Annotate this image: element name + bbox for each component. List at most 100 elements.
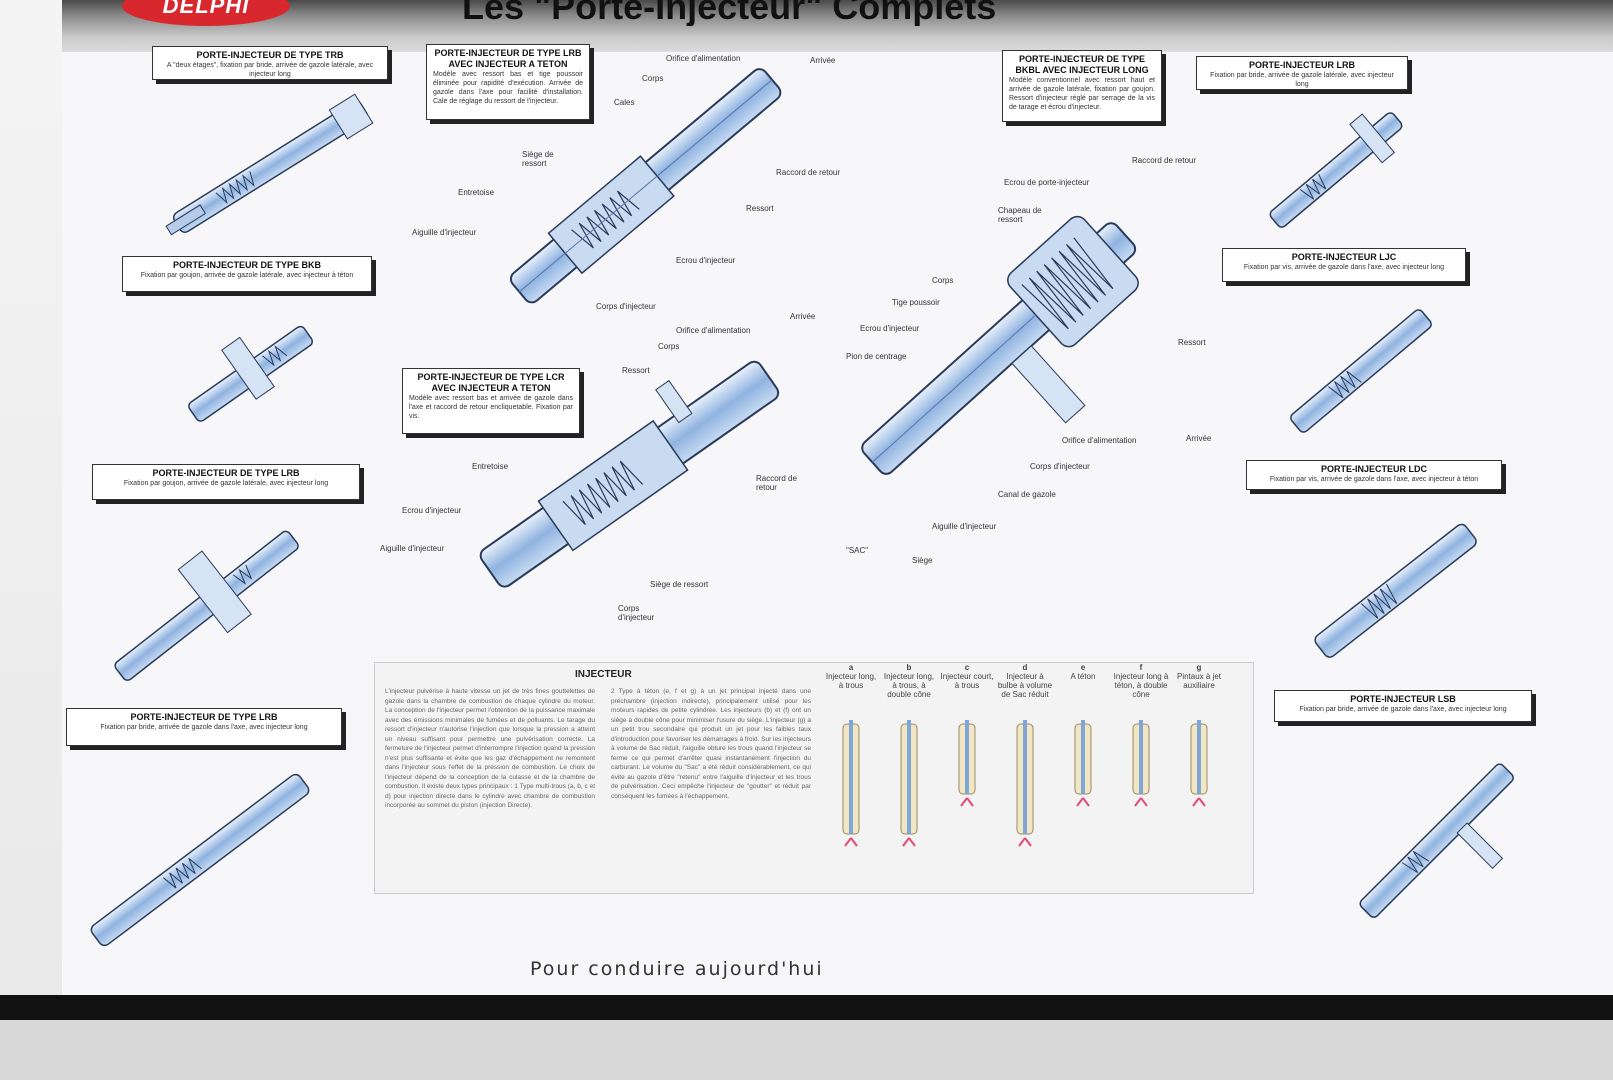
injector-ldc-drawing <box>1314 523 1477 658</box>
callout-siege-ressort-2: Siège de ressort <box>650 580 709 589</box>
label-lrb-axe-desc: Fixation par bride, arrivée de gazole da… <box>100 724 308 731</box>
label-bkb-desc: Fixation par goujon, arrivée de gazole l… <box>140 272 354 279</box>
callout-arrivee-3: Arrivée <box>1186 434 1212 443</box>
nozzle-e-icon <box>1074 720 1092 807</box>
callout-canal: Canal de gazole <box>998 490 1056 499</box>
callout-ressort-1: Ressort <box>746 204 774 213</box>
label-lrb-left-title: PORTE-INJECTEUR DE TYPE LRB <box>152 468 300 478</box>
callout-ressort-2: Ressort <box>622 366 650 375</box>
label-lrb-axe-title: PORTE-INJECTEUR DE TYPE LRB <box>130 712 278 722</box>
injector-lrb-teton-drawing <box>509 68 782 304</box>
callout-pion: Pion de centrage <box>846 352 907 361</box>
callout-sac: "SAC" <box>846 546 869 555</box>
callout-entretoise-1: Entretoise <box>458 188 495 197</box>
callout-raccord-retour-2: Raccord de retour <box>756 474 797 492</box>
callout-orifice-1: Orifice d'alimentation <box>666 54 741 63</box>
callout-orifice-3: Orifice d'alimentation <box>1062 436 1137 445</box>
label-trb: PORTE-INJECTEUR DE TYPE TRB A "deux étag… <box>152 46 388 80</box>
injecteur-panel: INJECTEUR L'injecteur pulvérise à haute … <box>374 662 1254 894</box>
label-lsb-desc: Fixation par bride, arrivée de gazole da… <box>1299 706 1507 713</box>
callout-corps-inj-1: Corps d'injecteur <box>596 302 656 311</box>
nozzle-label: Pintaux à jet auxiliaire <box>1176 672 1222 690</box>
injector-ljc-drawing <box>1290 309 1432 433</box>
poster-title: Les "Porte-Injecteur" Complets <box>462 0 997 26</box>
label-bkbl-desc: Modèle conventionnel avec ressort haut e… <box>1009 77 1155 111</box>
nozzle-letter: b <box>906 663 912 672</box>
callout-corps-inj-3: Corps d'injecteur <box>1030 462 1090 471</box>
label-ldc-desc: Fixation par vis, arrivée de gazole dans… <box>1269 476 1479 483</box>
label-ldc: PORTE-INJECTEUR LDC Fixation par vis, ar… <box>1246 460 1502 490</box>
label-lsb-title: PORTE-INJECTEUR LSB <box>1350 694 1456 704</box>
nozzle-letter: d <box>1022 663 1028 672</box>
callout-siege-3: Siège <box>912 556 933 565</box>
nozzle-label: A téton <box>1070 672 1096 681</box>
injector-bkbl-drawing <box>861 215 1139 475</box>
callout-arrivee-1: Arrivée <box>810 56 836 65</box>
label-trb-title: PORTE-INJECTEUR DE TYPE TRB <box>196 50 344 60</box>
nozzle-label: Injecteur long, à trous <box>825 672 877 690</box>
label-lrb-teton-title: PORTE-INJECTEUR DE TYPE LRB AVEC INJECTE… <box>434 48 582 69</box>
callout-ecrou-inj-3: Ecrou d'injecteur <box>860 324 920 333</box>
nozzle-f-icon <box>1132 720 1150 807</box>
label-lrb-right-desc: Fixation par bride, arrivée de gazole la… <box>1210 72 1394 88</box>
label-bkb-title: PORTE-INJECTEUR DE TYPE BKB <box>172 260 322 270</box>
injector-trb-drawing <box>165 93 374 236</box>
callout-ressort-3: Ressort <box>1178 338 1206 347</box>
nozzle-letter: c <box>964 663 970 672</box>
label-lrb-teton-desc: Modèle avec ressort bas et tige poussoir… <box>433 71 583 105</box>
nozzle-letter: a <box>848 663 854 672</box>
label-lsb: PORTE-INJECTEUR LSB Fixation par bride, … <box>1274 690 1532 722</box>
injector-lsb-drawing <box>1359 763 1514 918</box>
nozzle-letter: f <box>1139 663 1143 672</box>
callout-aiguille-3: Aiguille d'injecteur <box>932 522 997 531</box>
label-bkbl: PORTE-INJECTEUR DE TYPE BKBL AVEC INJECT… <box>1002 50 1162 122</box>
label-ldc-title: PORTE-INJECTEUR LDC <box>1320 464 1427 474</box>
nozzle-label: Injecteur court, à trous <box>940 672 994 690</box>
callout-arrivee-2: Arrivée <box>790 312 816 321</box>
nozzle-b-icon <box>900 720 918 847</box>
callout-corps-3: Corps <box>932 276 954 285</box>
injecteur-title: INJECTEUR <box>575 669 632 680</box>
label-bkbl-title: PORTE-INJECTEUR DE TYPE BKBL AVEC INJECT… <box>1015 54 1149 75</box>
callout-ecrou-porte: Ecrou de porte-injecteur <box>1004 178 1090 187</box>
label-lrb-axe: PORTE-INJECTEUR DE TYPE LRB Fixation par… <box>66 708 342 746</box>
slogan: Pour conduire aujourd'hui <box>530 958 824 980</box>
callout-entretoise-2: Entretoise <box>472 462 509 471</box>
label-lrb-right-title: PORTE-INJECTEUR LRB <box>1248 60 1355 70</box>
nozzle-letter: g <box>1196 663 1202 672</box>
nozzle-label: Injecteur à bulbe à volume de Sac réduit <box>997 672 1053 699</box>
label-ljc: PORTE-INJECTEUR LJC Fixation par vis, ar… <box>1222 248 1466 282</box>
callout-corps-2: Corps <box>658 342 680 351</box>
nozzle-label: Injecteur long à téton, à double cône <box>1113 672 1169 699</box>
nozzle-g-icon <box>1190 720 1208 807</box>
callout-aiguille-1: Aiguille d'injecteur <box>412 228 477 237</box>
callout-corps-inj-2: Corps d'injecteur <box>618 604 655 622</box>
label-ljc-desc: Fixation par vis, arrivée de gazole dans… <box>1243 264 1445 271</box>
label-lcr-title: PORTE-INJECTEUR DE TYPE LCR AVEC INJECTE… <box>417 372 565 393</box>
injector-lrb-right-drawing <box>1269 112 1403 228</box>
nozzle-c-icon <box>958 720 976 807</box>
label-lrb-teton: PORTE-INJECTEUR DE TYPE LRB AVEC INJECTE… <box>426 44 590 120</box>
label-lrb-right: PORTE-INJECTEUR LRB Fixation par bride, … <box>1196 56 1408 90</box>
label-lrb-left: PORTE-INJECTEUR DE TYPE LRB Fixation par… <box>92 464 360 500</box>
injector-lrb-left-drawing <box>114 530 299 681</box>
callout-raccord-retour-1: Raccord de retour <box>776 168 841 177</box>
callout-ecrou-inj-1: Ecrou d'injecteur <box>676 256 736 265</box>
callout-tige: Tige poussoir <box>892 298 940 307</box>
injector-lrb-axe-drawing <box>90 773 310 947</box>
callout-orifice-2: Orifice d'alimentation <box>676 326 751 335</box>
label-lcr: PORTE-INJECTEUR DE TYPE LCR AVEC INJECTE… <box>402 368 580 434</box>
poster-header <box>62 0 1613 52</box>
label-bkb: PORTE-INJECTEUR DE TYPE BKB Fixation par… <box>122 256 372 292</box>
nozzle-label: Injecteur long, à trous, à double cône <box>883 672 935 699</box>
callout-aiguille-2: Aiguille d'injecteur <box>380 544 445 553</box>
nozzle-d-icon <box>1016 720 1034 847</box>
label-trb-desc: A "deux étages", fixation par bride, arr… <box>166 62 374 78</box>
callout-cales: Cales <box>614 98 635 107</box>
